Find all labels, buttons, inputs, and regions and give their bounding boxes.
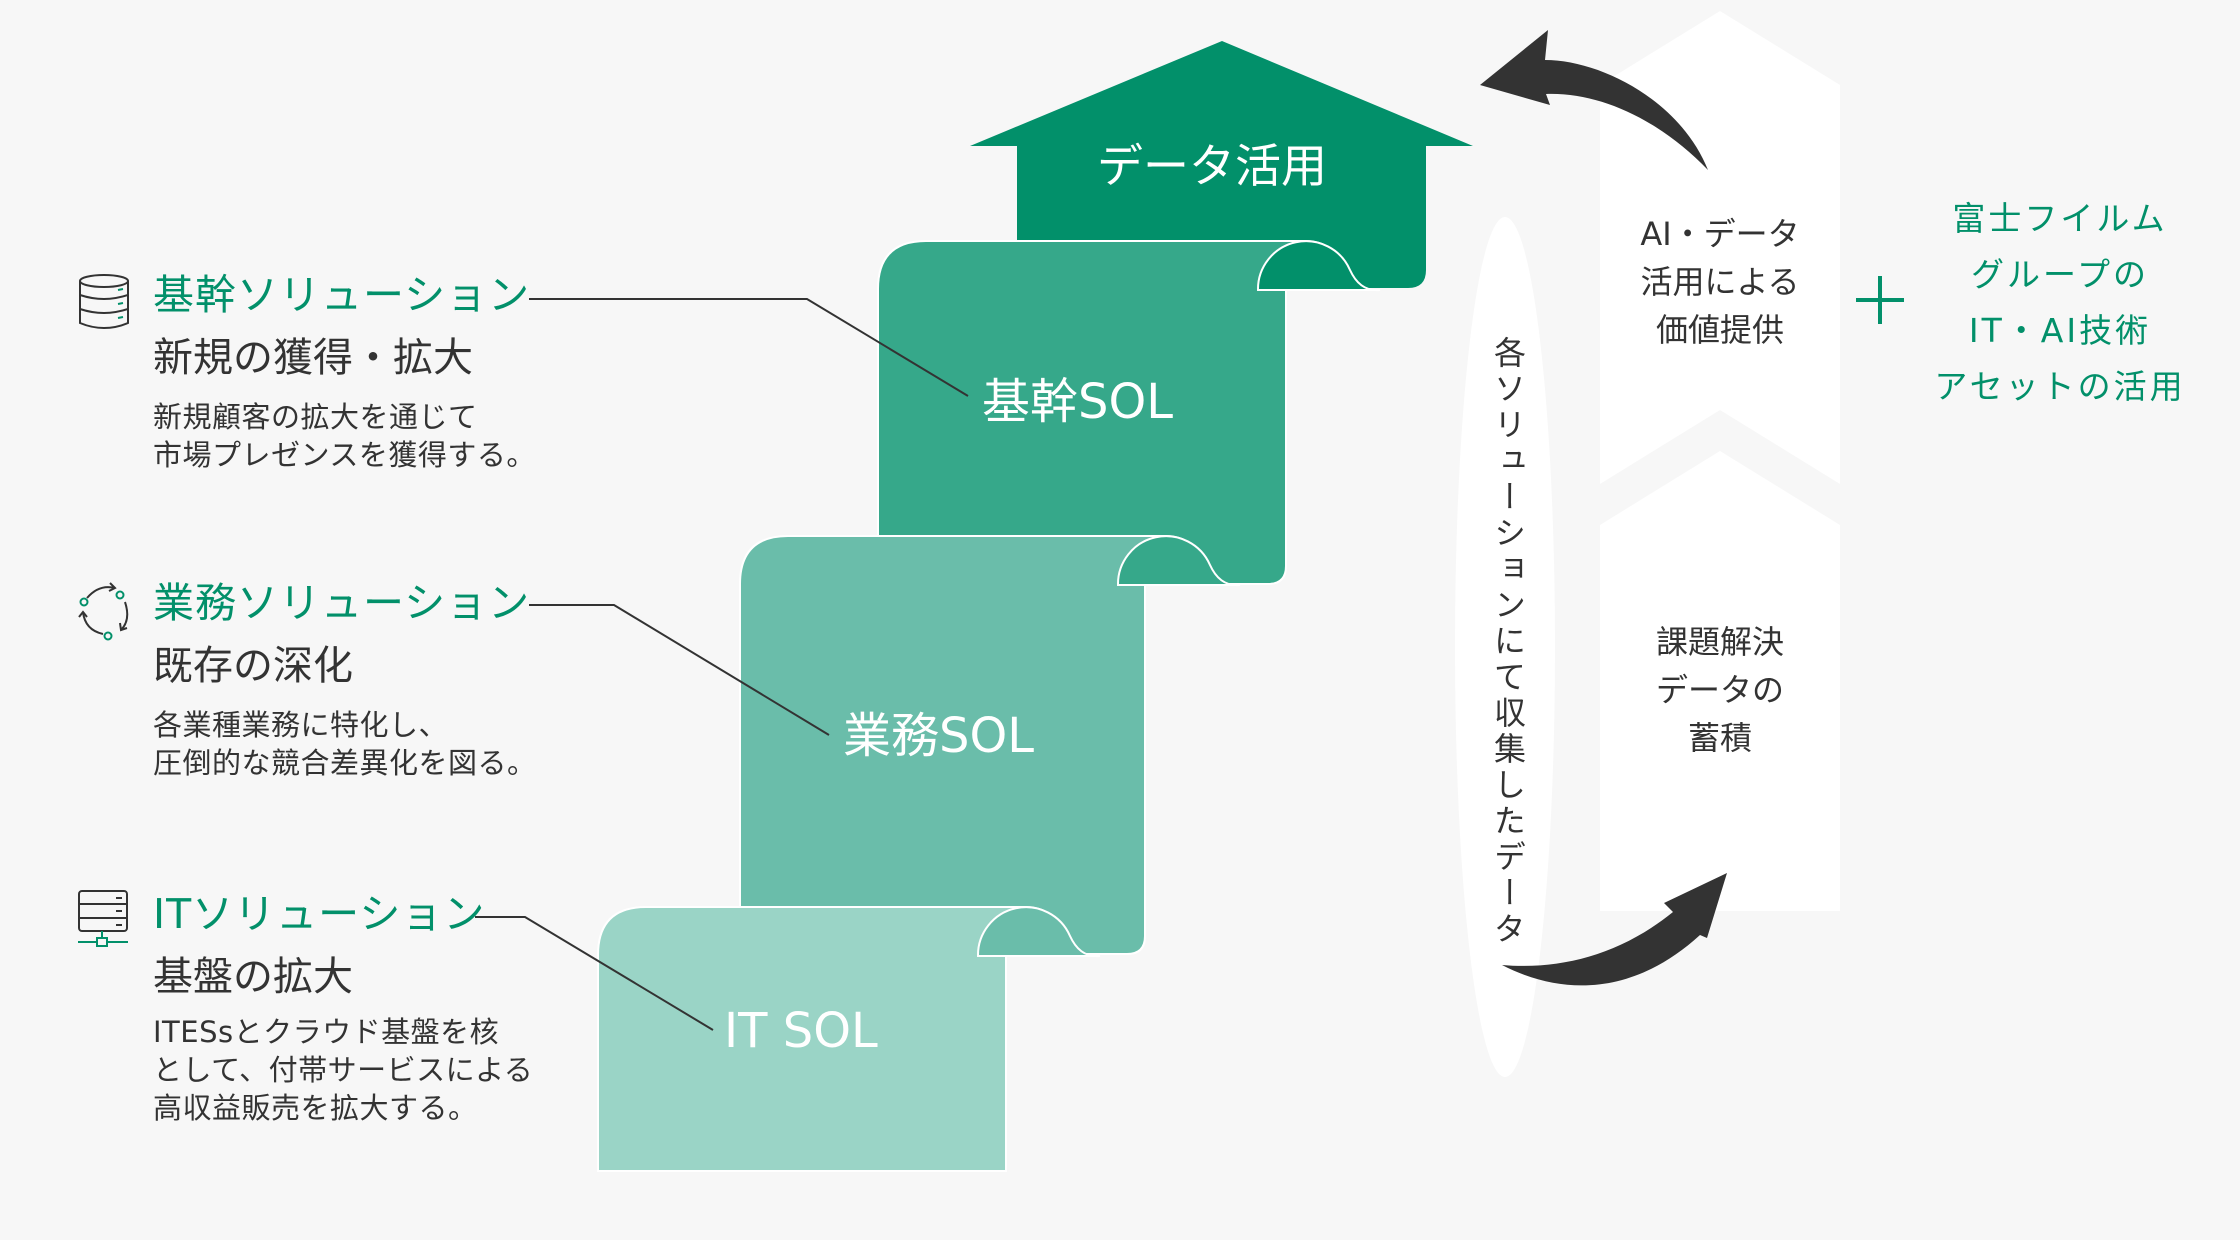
business-block-curl [1116,535,1241,587]
curved-arrow-up-left [1480,30,1708,170]
leader-line-business [529,604,830,736]
server-network-icon [78,890,130,954]
core-block-label: 基幹SOL [982,374,1173,430]
it-solution-subheading: 基盤の拡大 [153,954,353,1000]
it-solution-description: ITESsとクラウド基盤を核 として、付帯サービスによる 高収益販売を拡大する。 [153,1015,534,1125]
business-solution-heading: 業務ソリューション [153,579,531,627]
leader-line-core [529,298,969,397]
it-solution-heading: ITソリューション [153,890,486,938]
core-solution-description: 新規顧客の拡大を通じて 市場プレゼンスを獲得する。 [153,400,536,472]
business-solution-description: 各業種業務に特化し、 圧倒的な競合差異化を図る。 [153,708,537,780]
data-use-label: データ活用 [1097,139,1327,193]
business-solution-subheading: 既存の深化 [153,643,353,689]
leader-line-it [475,916,714,1031]
core-solution-subheading: 新規の獲得・拡大 [153,335,473,381]
data-use-arrow [970,41,1473,288]
value-chevron-lower [1600,451,1840,911]
it-block-label: IT SOL [724,1003,878,1059]
curved-arrow-up-right [1502,873,1727,986]
plus-icon [1856,276,1904,324]
fujifilm-assets-text: 富士フイルム グループの IT・AI技術 アセットの活用 [1934,199,2186,406]
core-solution-heading: 基幹ソリューション [153,271,531,319]
collected-data-ellipse [1455,217,1555,1077]
core-block-curl [1256,240,1381,292]
business-block-label: 業務SOL [843,708,1034,764]
database-icon [78,273,130,335]
collected-data-text: 各ソリューションにて収集したデータ [1489,336,1527,948]
cycle-icon [77,580,133,646]
value-provision-text: AI・データ 活用による 価値提供 [1640,215,1800,349]
it-block-curl [976,906,1101,958]
accumulation-text: 課題解決 データの 蓄積 [1655,623,1784,757]
